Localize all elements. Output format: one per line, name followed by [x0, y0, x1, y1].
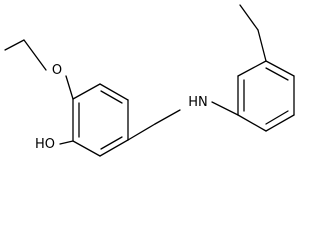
phenol-ring-bond — [99, 83, 129, 101]
phenol-ring — [72, 83, 129, 157]
phenol-ring-bond — [72, 140, 101, 157]
aniline-ring — [237, 60, 295, 132]
ring-to-ch2-bond — [127, 123, 156, 141]
ch2-to-n-bond — [154, 109, 181, 125]
aniline-ring-bond — [237, 60, 267, 77]
hydroxyl-group: HO — [35, 137, 74, 152]
n-to-ring-bond — [211, 101, 239, 116]
ring-to-ethyl-bond — [257, 29, 267, 62]
ether-oxygen-label: O — [52, 63, 62, 78]
chemical-structure: O HO HN — [4, 4, 295, 157]
hydroxyl-bond — [59, 140, 74, 145]
hydroxyl-label: HO — [35, 137, 55, 152]
ethyl-group — [239, 4, 267, 62]
o-to-ring-bond — [65, 75, 74, 100]
aniline-ring-bond — [237, 114, 267, 132]
phenol-ring-inner-double-bond — [100, 90, 123, 104]
phenol-ring-bond — [72, 83, 101, 100]
ethyl-ch2-o-bond — [23, 39, 47, 71]
amine-label: HN — [188, 95, 208, 110]
aniline-ring-inner-double-bond — [265, 110, 289, 125]
ethoxy-group: O — [4, 39, 74, 100]
phenol-ring-inner-double-bond — [100, 136, 123, 150]
methylene-linker — [127, 109, 181, 141]
aniline-ring-bond — [265, 114, 295, 132]
aniline-ring-inner-double-bond — [265, 67, 289, 81]
ethyl-terminal-bond — [4, 39, 25, 51]
aniline-ring-bond — [265, 60, 295, 77]
phenol-ring-bond — [99, 139, 129, 157]
amine-group: HN — [188, 95, 239, 116]
ethyl-terminal-bond — [239, 4, 259, 31]
